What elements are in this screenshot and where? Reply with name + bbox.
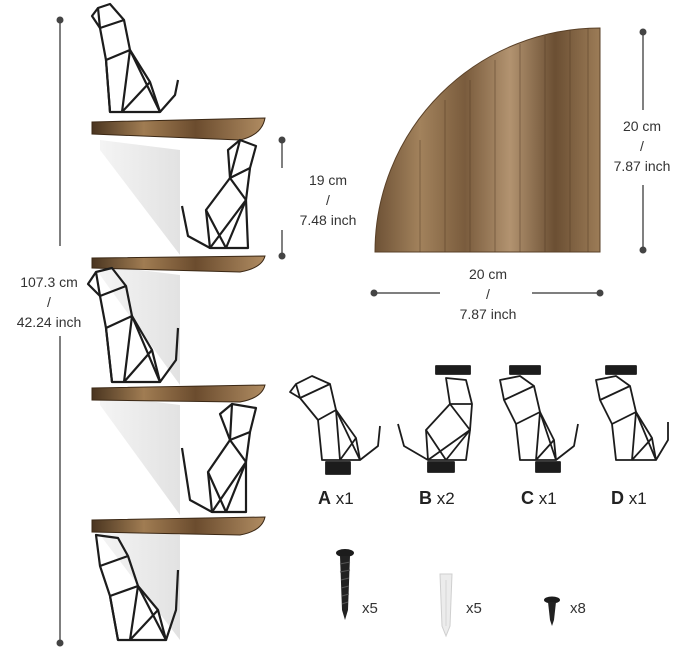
shelf-gap-cm: 19 cm xyxy=(308,172,348,188)
shelf-top-view xyxy=(374,27,601,253)
bracket-b-qty: x2 xyxy=(436,489,455,508)
shelf-gap-dimension-line xyxy=(278,136,286,260)
wall-anchor-qty: x5 xyxy=(466,600,482,617)
shelf-gap-label: 19 cm / 7.48 inch xyxy=(286,170,370,230)
bracket-c-label: C x1 xyxy=(521,488,557,509)
shelf-depth-separator: / xyxy=(640,138,644,154)
shelf-width-cm: 20 cm xyxy=(468,266,508,282)
long-screw-qty: x5 xyxy=(362,600,378,617)
shelf-depth-inch: 7.87 inch xyxy=(613,158,671,174)
dog-bracket-2 xyxy=(180,138,258,250)
dog-bracket-4 xyxy=(180,402,258,514)
bracket-d-icon xyxy=(595,365,669,461)
bracket-d-label: D x1 xyxy=(611,488,647,509)
shelf-1 xyxy=(91,117,266,141)
bracket-a-icon xyxy=(289,375,381,475)
shelf-depth-dimension-line xyxy=(639,28,647,254)
shelf-width-label: 20 cm / 7.87 inch xyxy=(446,264,530,324)
shelf-gap-separator: / xyxy=(326,192,330,208)
bracket-b-label: B x2 xyxy=(419,488,455,509)
shelf-3 xyxy=(91,384,266,403)
shelf-width-inch: 7.87 inch xyxy=(459,306,517,322)
total-height-cm: 107.3 cm xyxy=(20,274,78,290)
dog-bracket-3 xyxy=(86,266,180,384)
shelf-gap-inch: 7.48 inch xyxy=(299,212,357,228)
shelf-width-separator: / xyxy=(486,286,490,302)
shelf-2 xyxy=(91,255,266,273)
bracket-c-qty: x1 xyxy=(538,489,557,508)
bracket-a-letter: A xyxy=(318,488,331,508)
total-height-separator: / xyxy=(47,294,51,310)
shelf-4 xyxy=(91,516,266,536)
wall-shadows xyxy=(100,140,180,640)
shelf-width-dimension-line xyxy=(370,289,604,297)
shelf-depth-label: 20 cm / 7.87 inch xyxy=(602,116,679,176)
bracket-c-letter: C xyxy=(521,488,534,508)
bracket-d-qty: x1 xyxy=(628,489,647,508)
wall-anchor-icon xyxy=(439,573,453,638)
total-height-dimension-line xyxy=(56,16,64,647)
total-height-inch: 42.24 inch xyxy=(16,314,82,330)
short-screw-icon xyxy=(544,596,560,626)
bracket-a-label: A x1 xyxy=(318,488,354,509)
dog-bracket-top xyxy=(90,2,180,114)
shelf-depth-cm: 20 cm xyxy=(622,118,662,134)
bracket-d-letter: D xyxy=(611,488,624,508)
short-screw-qty: x8 xyxy=(570,600,586,617)
bracket-a-qty: x1 xyxy=(335,489,354,508)
total-height-label: 107.3 cm / 42.24 inch xyxy=(4,272,94,332)
bracket-c-icon xyxy=(499,365,579,473)
long-screw-icon xyxy=(336,549,354,620)
bracket-b-letter: B xyxy=(419,488,432,508)
dog-bracket-bottom xyxy=(94,533,180,642)
bracket-b-icon xyxy=(397,365,473,473)
